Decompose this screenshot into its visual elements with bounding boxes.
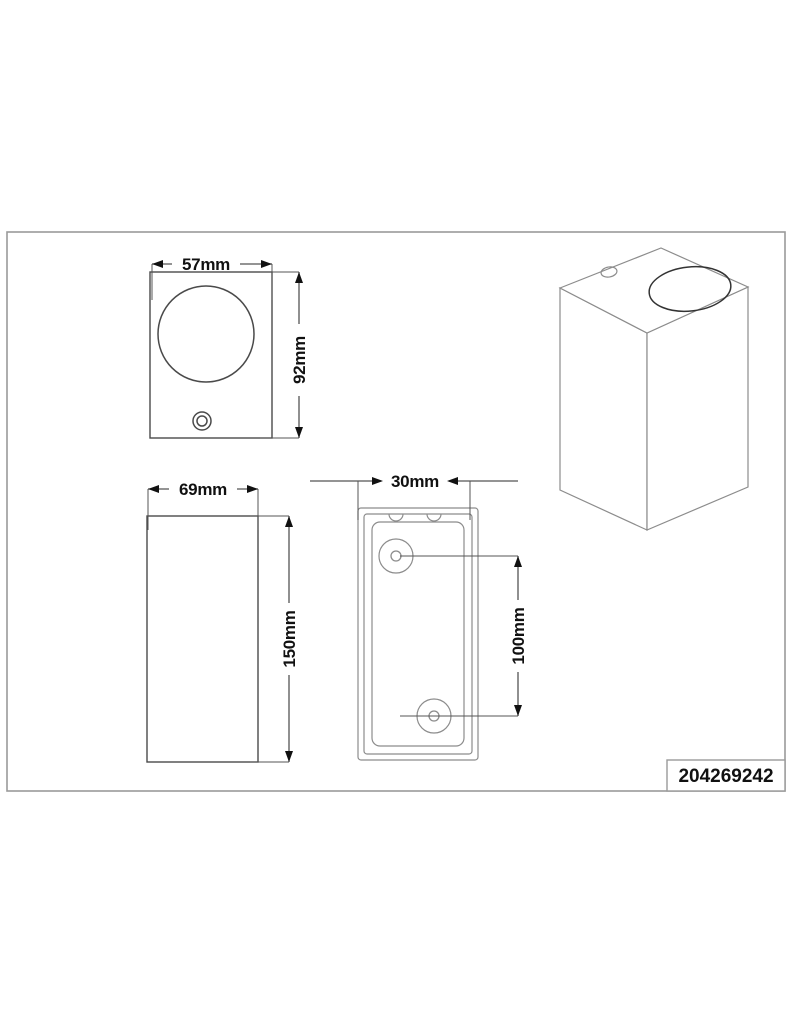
dimension-92mm-arrow-bottom: [295, 427, 303, 438]
dimension-92mm-label: 92mm: [290, 336, 309, 384]
dimension-30mm: 30mm: [310, 472, 518, 520]
bracket-notch-1: [388, 513, 404, 522]
dimension-150mm-label: 150mm: [280, 610, 299, 667]
side-view-body: [146, 515, 259, 763]
part-number-block: 204269242: [666, 759, 786, 792]
iso-top-face: [558, 247, 750, 334]
iso-lamp-opening: [648, 265, 732, 313]
dimension-30mm-arrow-right: [447, 477, 458, 485]
dimension-100mm-arrow-bottom: [514, 705, 522, 716]
dimension-57mm: 57mm: [151, 255, 273, 300]
drawing-border: [6, 231, 786, 792]
dimension-69mm-arrow-left: [148, 485, 159, 493]
fixing-screw-outer-circle: [192, 411, 212, 431]
dimension-150mm-arrow-bottom: [285, 751, 293, 762]
dimension-69mm-arrow-right: [247, 485, 258, 493]
dimension-92mm: 92mm: [260, 271, 309, 439]
dimension-69mm-label: 69mm: [179, 480, 227, 499]
dimension-30mm-label: 30mm: [391, 472, 439, 491]
isometric-3d-view: [558, 247, 750, 531]
dimension-150mm-arrow-top: [285, 516, 293, 527]
dimension-57mm-label: 57mm: [182, 255, 230, 274]
dimension-100mm-label: 100mm: [509, 607, 528, 664]
fixing-screw-inner-circle: [196, 415, 208, 427]
front-view-body: [149, 271, 273, 439]
lamp-aperture-circle: [157, 285, 255, 383]
part-number-text: 204269242: [678, 766, 773, 787]
front-view: [149, 271, 273, 439]
bracket-inner-outline: [371, 521, 465, 747]
dimension-57mm-arrow-left: [152, 260, 163, 268]
dimension-57mm-arrow-right: [261, 260, 272, 268]
dimension-100mm-arrow-top: [514, 556, 522, 567]
dimension-69mm: 69mm: [147, 480, 259, 530]
dimension-150mm: 150mm: [250, 515, 299, 763]
dimension-92mm-arrow-top: [295, 272, 303, 283]
bracket-middle-outline: [363, 513, 473, 755]
dimension-30mm-arrow-left: [372, 477, 383, 485]
bracket-notch-2: [426, 513, 442, 522]
mounting-bracket-view: [357, 507, 479, 761]
iso-small-hole: [600, 266, 618, 278]
part-number-box: [666, 759, 786, 792]
dimension-100mm: 100mm: [400, 555, 528, 717]
bracket-cable-notches: [388, 513, 442, 522]
side-view: [146, 515, 259, 763]
dimension-annotations: 57mm 92mm 69mm 150mm 30mm 100mm: [147, 255, 528, 763]
